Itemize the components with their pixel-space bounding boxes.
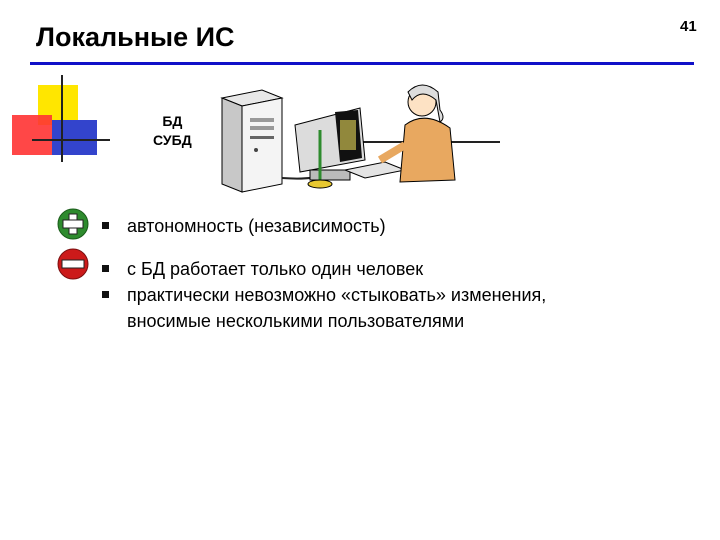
lamp-icon	[307, 130, 333, 189]
person-icon	[377, 84, 456, 183]
corner-decoration	[12, 75, 110, 162]
workstation-illustration	[220, 84, 500, 193]
con-text: с БД работает только один человек	[127, 259, 424, 279]
pro-text: автономность (независимость)	[127, 216, 386, 236]
bullet-marker	[102, 291, 109, 298]
slide-title: Локальные ИС	[36, 22, 235, 52]
monitor-icon	[294, 107, 366, 181]
con-text: практически невозможно «стыковать» измен…	[127, 285, 547, 305]
dbms-label: СУБД	[153, 132, 192, 148]
bullet-marker	[102, 265, 109, 272]
plus-icon	[57, 208, 89, 240]
db-labels: БД СУБД	[153, 112, 192, 150]
bullet-marker	[102, 222, 109, 229]
con-text-continuation: вносимые несколькими пользователями	[127, 311, 465, 331]
page-number: 41	[680, 18, 697, 35]
server-icon	[220, 89, 284, 193]
title-rule	[30, 62, 694, 65]
minus-icon	[57, 248, 89, 280]
db-label: БД	[162, 113, 183, 129]
